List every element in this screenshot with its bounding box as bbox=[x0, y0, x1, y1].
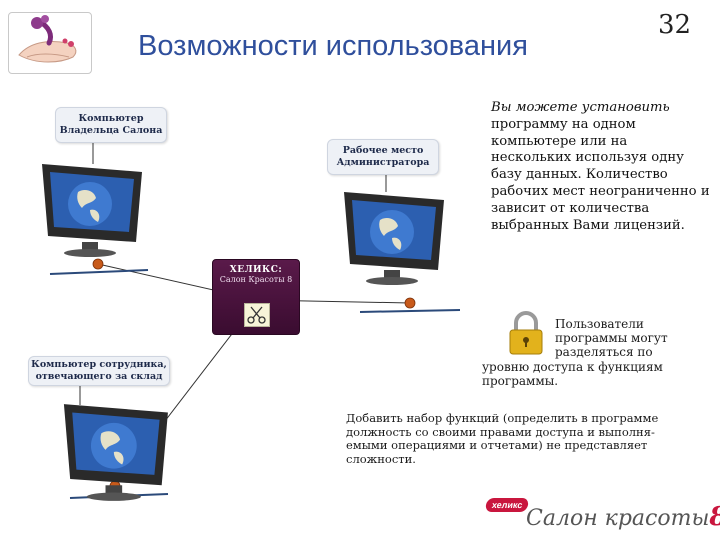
access-levels-text: Пользователи программы могут разделяться… bbox=[555, 317, 668, 359]
lock-icon bbox=[509, 311, 543, 355]
brand-name-wrap: Салон красоты8 bbox=[526, 502, 720, 532]
brand-name: Салон красоты bbox=[526, 506, 710, 531]
functions-description: Добавить набор функций (определить в про… bbox=[346, 411, 659, 466]
install-lead: Вы можете установить bbox=[491, 100, 670, 115]
page-title: Возможности использования bbox=[138, 30, 528, 62]
monitor-icon bbox=[63, 404, 168, 501]
employee-computer-label-text: Компьютер сотрудника, отвечающего за скл… bbox=[31, 359, 167, 382]
monitor-icon bbox=[42, 164, 142, 257]
globe-icon bbox=[90, 422, 137, 469]
scissors-icon bbox=[244, 303, 270, 327]
monitor-icon bbox=[344, 192, 444, 285]
admin-workplace-label-text: Рабочее место Администратора bbox=[336, 145, 430, 168]
server-name: ХЕЛИКС: bbox=[229, 265, 283, 275]
brand-logo: хеликс Салон красоты8 bbox=[484, 496, 720, 532]
install-description: Вы можете установить программу на одном … bbox=[491, 100, 711, 234]
globe-icon bbox=[370, 210, 414, 254]
owner-computer-label-text: Компьютер Владельца Салона bbox=[59, 113, 163, 136]
page-number: 32 bbox=[658, 10, 692, 40]
server-box: ХЕЛИКС: Салон Красоты 8 bbox=[212, 259, 300, 335]
server-subtitle: Салон Красоты 8 bbox=[219, 275, 293, 284]
install-rest: программу на одном компьютере или на нес… bbox=[491, 116, 710, 233]
brand-tag: хеликс bbox=[484, 498, 530, 512]
globe-icon bbox=[68, 182, 112, 226]
employee-computer-label: Компьютер сотрудника, отвечающего за скл… bbox=[28, 356, 170, 386]
manicure-logo-icon bbox=[8, 12, 92, 74]
access-levels-text-cont: уровню доступа к функциям программы. bbox=[482, 360, 663, 388]
owner-computer-label: Компьютер Владельца Салона bbox=[55, 107, 167, 143]
admin-workplace-label: Рабочее место Администратора bbox=[327, 139, 439, 175]
brand-number: 8 bbox=[709, 502, 720, 532]
